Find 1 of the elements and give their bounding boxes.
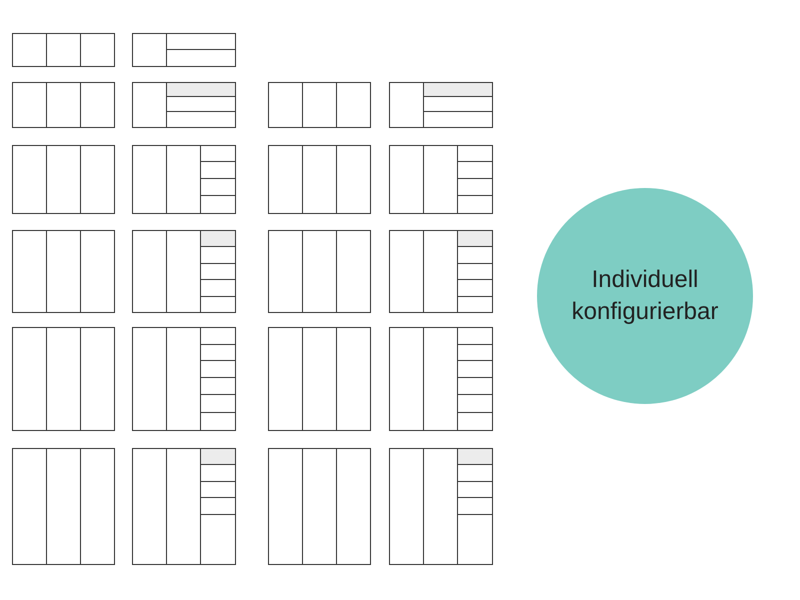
feature-label: Individuell konfigurierbar (570, 265, 720, 327)
